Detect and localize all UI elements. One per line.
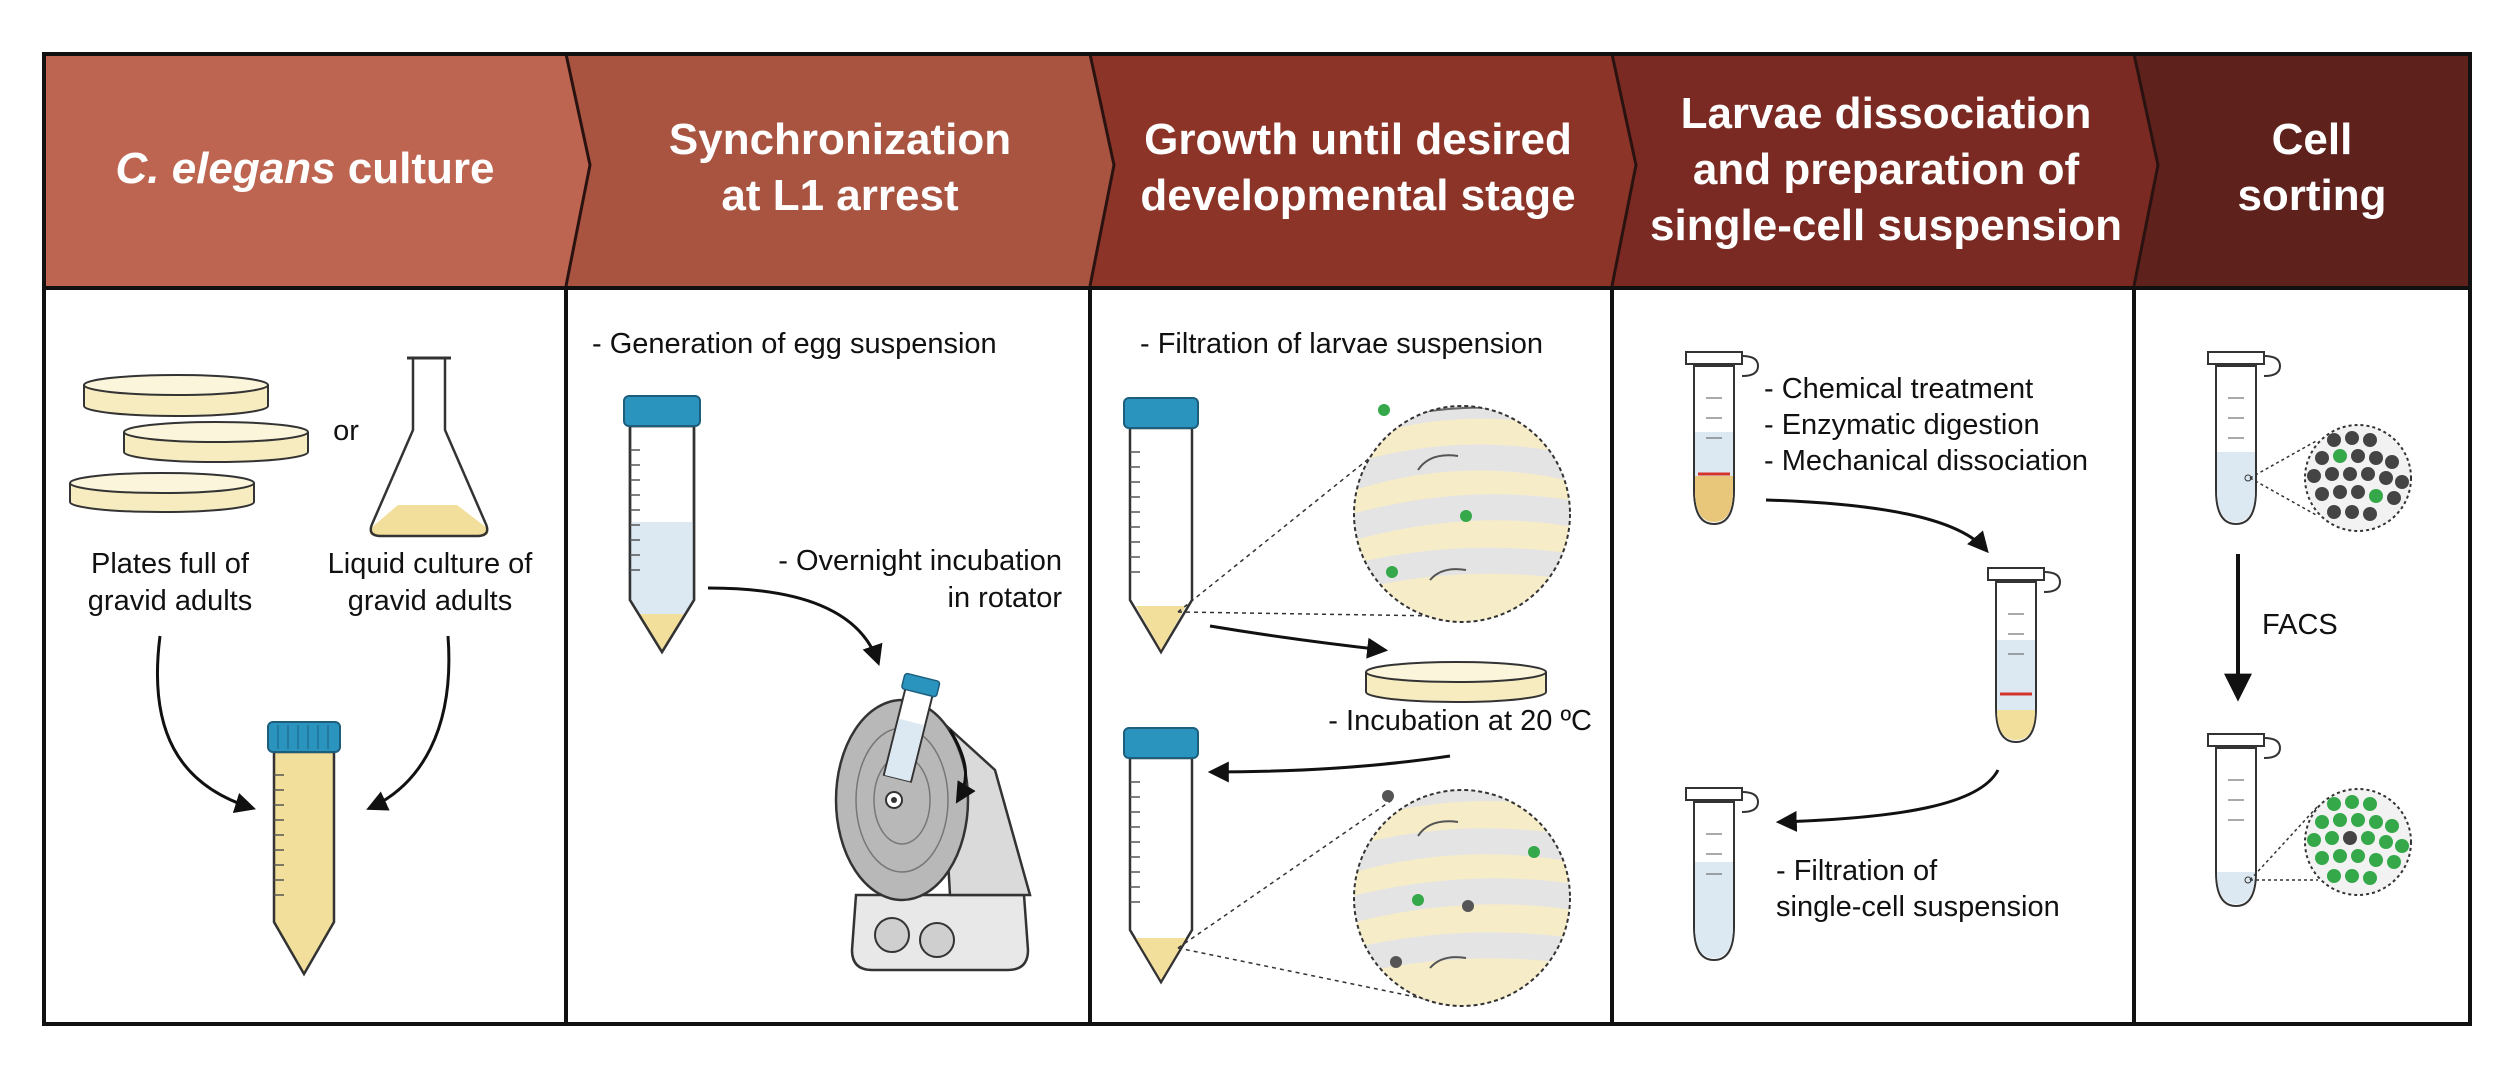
- panel-growth: - Filtration of larvae suspension: [1123, 328, 1592, 1007]
- panel-synchronization: - Generation of egg suspension - Overnig…: [592, 328, 1063, 972]
- flask-icon: [369, 356, 489, 538]
- arrow-icon: [1775, 769, 2000, 832]
- stage-3-title-line-2: developmental stage: [1140, 171, 1575, 220]
- eppendorf-tube-icon: [1987, 567, 2062, 744]
- facs-label: FACS: [2262, 609, 2338, 641]
- header-band: C. elegans culture Synchronization at L1…: [44, 53, 2470, 287]
- eppendorf-tube-icon: [1685, 787, 1760, 962]
- falcon-tube-icon: [267, 721, 341, 977]
- stage-2-title-line-2: at L1 arrest: [721, 171, 959, 220]
- stage-5-title: Cell: [2272, 115, 2353, 164]
- treatment-chemical: - Chemical treatment: [1764, 373, 2033, 405]
- stage-4-title-line-2: and preparation of: [1693, 145, 2080, 194]
- eppendorf-tube-icon: [1685, 351, 1760, 526]
- falcon-tube-icon: [623, 395, 701, 655]
- or-label: or: [333, 415, 359, 447]
- stage-3-title: Growth until desired: [1144, 115, 1572, 164]
- filtration-single-cell-label: - Filtration of: [1776, 855, 1938, 887]
- stage-1-title: C. elegans culture: [115, 144, 494, 193]
- panel-dissociation: - Chemical treatment - Enzymatic digesti…: [1685, 351, 2088, 962]
- arrow-icon: [155, 635, 257, 814]
- culture-plate-icon: [1365, 661, 1547, 703]
- arrow-icon: [1207, 754, 1451, 783]
- stage-2-title: Synchronization: [669, 115, 1011, 164]
- stage-5-header: [2134, 54, 2470, 286]
- stage-4-header: [1612, 54, 2158, 286]
- larvae-zoom-icon: [1353, 404, 1571, 623]
- stage-4-title-line-3: single-cell suspension: [1650, 201, 2122, 250]
- plates-label-line-2: gravid adults: [88, 585, 252, 617]
- arrow-icon: [1765, 498, 1989, 554]
- falcon-tube-icon: [1123, 397, 1199, 655]
- treatment-enzymatic: - Enzymatic digestion: [1764, 409, 2040, 441]
- incubation-label: - Incubation at 20 ºC: [1328, 705, 1592, 737]
- filtration-larvae-label: - Filtration of larvae suspension: [1140, 328, 1543, 360]
- arrow-icon: [1209, 624, 1389, 659]
- stage-1-header: [44, 54, 590, 286]
- panel-frame: [42, 52, 2472, 1026]
- eppendorf-tube-icon: [2207, 351, 2282, 526]
- culture-plate-icon: [123, 421, 309, 463]
- rotator-icon: [834, 672, 1032, 972]
- stage-2-header: [566, 54, 1114, 286]
- liquid-culture-label-line-2: gravid adults: [348, 585, 512, 617]
- sorted-cells-zoom-icon: [2304, 788, 2412, 896]
- stage-5-title-line-2: sorting: [2237, 171, 2386, 220]
- filtration-single-cell-label-line-2: single-cell suspension: [1776, 891, 2060, 923]
- rotator-label: - Overnight incubation: [778, 545, 1062, 577]
- plates-label: Plates full of: [91, 548, 250, 580]
- stage-3-header: [1090, 54, 1636, 286]
- culture-plate-icon: [69, 472, 255, 513]
- eppendorf-tube-icon: [2207, 733, 2282, 908]
- panel-cell-sorting: FACS: [2207, 351, 2412, 908]
- falcon-tube-icon: [1123, 727, 1199, 985]
- liquid-culture-label: Liquid culture of: [328, 548, 534, 580]
- arrow-icon: [366, 635, 451, 811]
- treatment-mechanical: - Mechanical dissociation: [1764, 445, 2088, 477]
- panel-culture: or Plates full of gravid adults Liquid c…: [69, 356, 534, 977]
- culture-plate-icon: [83, 374, 269, 417]
- rotator-label-line-2: in rotator: [948, 582, 1063, 614]
- cell-mixture-zoom-icon: [2304, 424, 2412, 532]
- arrow-icon: [707, 586, 883, 666]
- larvae-zoom-icon: [1353, 789, 1571, 1007]
- stage-4-title: Larvae dissociation: [1681, 89, 2092, 138]
- egg-suspension-label: - Generation of egg suspension: [592, 328, 997, 360]
